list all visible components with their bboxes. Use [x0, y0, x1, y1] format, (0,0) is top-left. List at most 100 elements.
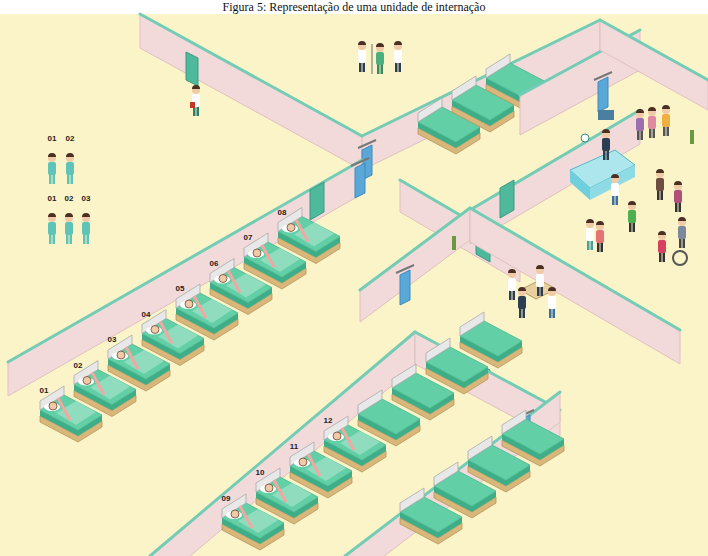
person-leg: [653, 128, 656, 138]
iv-tube: [342, 428, 354, 450]
iv-tube: [58, 398, 70, 420]
headboard: [74, 361, 98, 385]
person-leg: [683, 238, 686, 248]
person-head: [82, 214, 90, 222]
person-head: [394, 42, 402, 50]
bed-number: 05: [176, 284, 185, 293]
person-head: [662, 106, 670, 114]
iv-tube: [92, 373, 104, 395]
person-body: [586, 228, 594, 241]
person-hair: [602, 129, 610, 133]
person-leg: [53, 234, 56, 244]
clock: [581, 134, 589, 142]
person-body: [48, 222, 56, 235]
person-head: [586, 220, 594, 228]
wall-face: [600, 20, 708, 110]
person-head: [628, 202, 636, 210]
person-body: [376, 52, 384, 65]
bed-number: 03: [108, 335, 117, 344]
pillow: [146, 327, 162, 335]
headboard: [324, 416, 348, 440]
patient-head: [117, 351, 125, 359]
iv-tube: [160, 322, 172, 344]
person-hair: [548, 287, 556, 291]
person-leg: [395, 62, 398, 72]
person-body: [358, 50, 366, 63]
person-body: [628, 210, 636, 223]
person-leg: [616, 195, 619, 205]
person-leg: [377, 64, 380, 74]
person-hair: [82, 213, 90, 217]
headboard: [426, 338, 450, 362]
reception-desk-front: [590, 165, 635, 200]
person-leg: [70, 234, 73, 244]
headboard: [278, 208, 302, 232]
person-body: [536, 274, 544, 287]
door: [186, 52, 198, 86]
iv-tube: [274, 480, 286, 502]
pillow: [328, 433, 344, 441]
headboard: [452, 76, 476, 100]
person-head: [66, 154, 74, 162]
person-head: [508, 270, 516, 278]
person-hair: [376, 43, 384, 47]
person-leg: [663, 126, 666, 136]
person-body: [611, 183, 619, 196]
person-leg: [519, 308, 522, 318]
person-body: [656, 178, 664, 191]
person-leg: [663, 252, 666, 262]
person-leg: [83, 234, 86, 244]
person-leg: [637, 130, 640, 140]
person-hair: [656, 169, 664, 173]
person-head: [358, 42, 366, 50]
wall-cap: [150, 332, 415, 556]
reception-desk-side: [570, 170, 590, 200]
person-leg: [53, 174, 56, 184]
person-leg: [509, 290, 512, 300]
person-body: [662, 114, 670, 127]
headboard: [142, 310, 166, 334]
person-leg: [607, 150, 610, 160]
headboard: [460, 312, 484, 336]
person-body: [658, 240, 666, 253]
bed-number: 01: [40, 386, 49, 395]
person-hair: [536, 265, 544, 269]
person-hair: [628, 201, 636, 205]
patient-head: [83, 377, 91, 385]
patient-head: [265, 484, 273, 492]
person-head: [376, 44, 384, 52]
bed-number: 09: [222, 494, 231, 503]
headboard: [418, 98, 442, 122]
person-leg: [66, 234, 69, 244]
person-leg: [659, 252, 662, 262]
person-leg: [661, 190, 664, 200]
person-hair: [66, 153, 74, 157]
headboard: [40, 386, 64, 410]
person-hair: [596, 221, 604, 225]
person-head: [658, 232, 666, 240]
person-hair: [48, 153, 56, 157]
pillow: [248, 250, 264, 258]
person-leg: [597, 242, 600, 252]
person-leg: [587, 240, 590, 250]
patient-head: [333, 432, 341, 440]
person-leg: [641, 130, 644, 140]
pillow: [282, 225, 298, 233]
bed-number: 12: [324, 416, 333, 425]
bed-number: 11: [290, 442, 298, 451]
staff-number: 01: [48, 194, 57, 203]
person-leg: [601, 242, 604, 252]
curtain-rail: [351, 158, 369, 166]
curtain: [355, 163, 365, 198]
person-hair: [48, 213, 56, 217]
patient-head: [287, 224, 295, 232]
person-head: [596, 222, 604, 230]
person-leg: [667, 126, 670, 136]
curtain: [598, 77, 608, 112]
pillow: [260, 485, 276, 493]
person-leg: [633, 222, 636, 232]
curtain-rail: [358, 140, 376, 148]
headboard: [434, 462, 458, 486]
